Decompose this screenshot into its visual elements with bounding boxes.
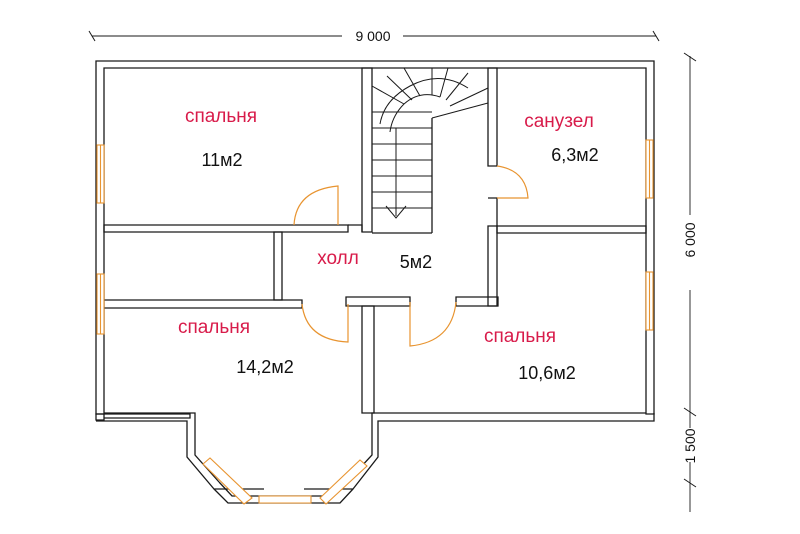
door-bedroom-bottom-right xyxy=(409,301,457,347)
dimension-top: 9 000 xyxy=(88,28,660,44)
room-area: 14,2м2 xyxy=(236,357,293,377)
room-bedroom-top-left: спальня 11м2 xyxy=(185,106,257,170)
doors xyxy=(293,165,529,347)
dimension-bay-label: 1 500 xyxy=(682,428,698,463)
door-bedroom-bottom-left xyxy=(301,303,349,343)
room-name: спальня xyxy=(178,317,250,338)
dimension-width-label: 9 000 xyxy=(355,28,390,44)
room-hall: холл 5м2 xyxy=(317,248,432,272)
room-area: 5м2 xyxy=(400,252,432,272)
door-bathroom xyxy=(496,165,529,199)
door-bedroom-top-left xyxy=(293,185,339,226)
room-name: холл xyxy=(317,248,359,269)
window-bay-center xyxy=(258,495,312,504)
room-area: 10,6м2 xyxy=(518,363,575,383)
room-area: 6,3м2 xyxy=(551,145,598,165)
windows xyxy=(96,139,654,505)
room-name: санузел xyxy=(524,111,594,132)
window-bay-right xyxy=(319,459,368,505)
staircase xyxy=(371,67,489,219)
window-bay-left xyxy=(202,457,253,505)
dimension-depth-label: 6 000 xyxy=(682,222,698,257)
room-bedroom-bottom-left: спальня 14,2м2 xyxy=(178,317,294,377)
room-bedroom-bottom-right: спальня 10,6м2 xyxy=(484,326,576,383)
room-area: 11м2 xyxy=(201,150,242,170)
room-bathroom: санузел 6,3м2 xyxy=(524,111,599,165)
room-name: спальня xyxy=(185,106,257,127)
room-name: спальня xyxy=(484,326,556,347)
dimension-right: 6 000 1 500 xyxy=(682,52,698,512)
